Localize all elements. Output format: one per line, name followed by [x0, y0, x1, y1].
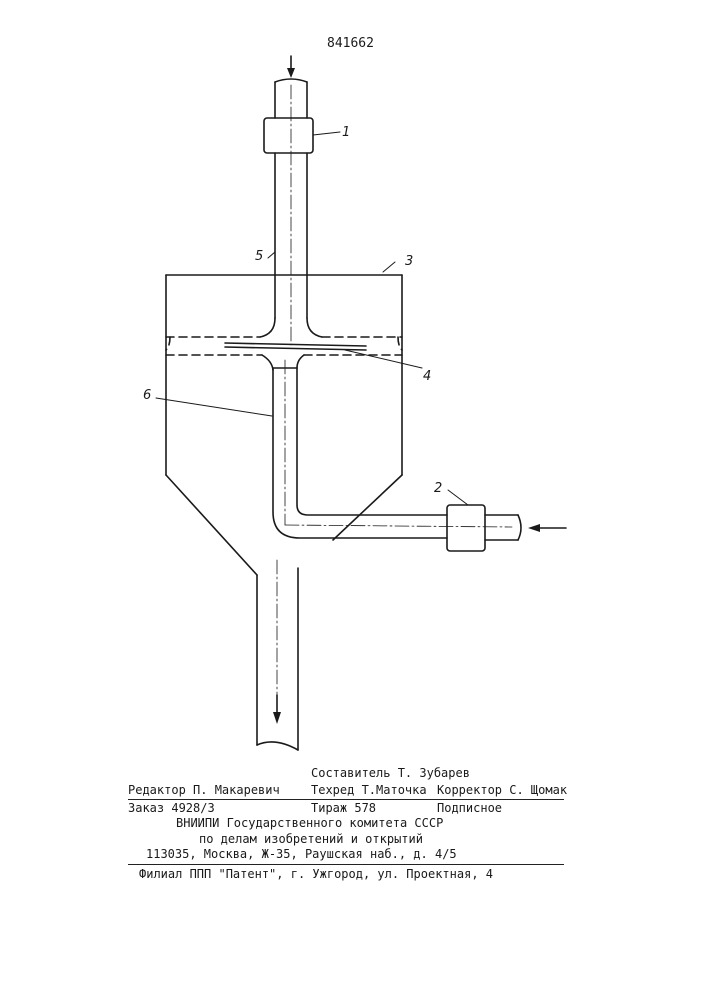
leader-lines: [156, 132, 468, 505]
label-upper-pipe: 5: [255, 249, 263, 264]
lower-pipe: [262, 355, 447, 538]
centerlines: [277, 85, 512, 700]
subscription: Подписное: [437, 801, 502, 815]
inlet-arrow: [287, 56, 295, 78]
divider-top: [128, 799, 564, 800]
order: Заказ 4928/3: [128, 801, 215, 815]
address: 113035, Москва, Ж-35, Раушская наб., д. …: [146, 847, 457, 861]
label-vessel: 3: [405, 254, 413, 269]
circulation: Тираж 578: [311, 801, 376, 815]
compiler: Составитель Т. Зубарев: [311, 766, 470, 780]
technical-drawing: 1 5 3 4 6 2: [0, 0, 707, 770]
branch: Филиал ППП "Патент", г. Ужгород, ул. Про…: [139, 867, 493, 881]
side-inlet-arrow: [528, 524, 566, 532]
divider-bottom: [128, 864, 564, 865]
corrector: Корректор С. Щомак: [437, 783, 567, 797]
label-lower-pipe: 6: [143, 388, 151, 403]
label-outlet-valve: 2: [434, 481, 442, 496]
label-inlet-valve: 1: [342, 125, 350, 140]
outlet-valve: [447, 505, 485, 551]
outlet-arrow: [273, 695, 281, 724]
org-line-2: по делам изобретений и открытий: [199, 832, 423, 846]
editor: Редактор П. Макаревич: [128, 783, 280, 797]
label-plate: 4: [423, 369, 431, 384]
side-pipe: [485, 515, 521, 540]
org-line-1: ВНИИПИ Государственного комитета СССР: [176, 816, 443, 830]
inlet-valve: [264, 118, 313, 153]
plate: [225, 343, 366, 350]
techred: Техред Т.Маточка: [311, 783, 427, 797]
